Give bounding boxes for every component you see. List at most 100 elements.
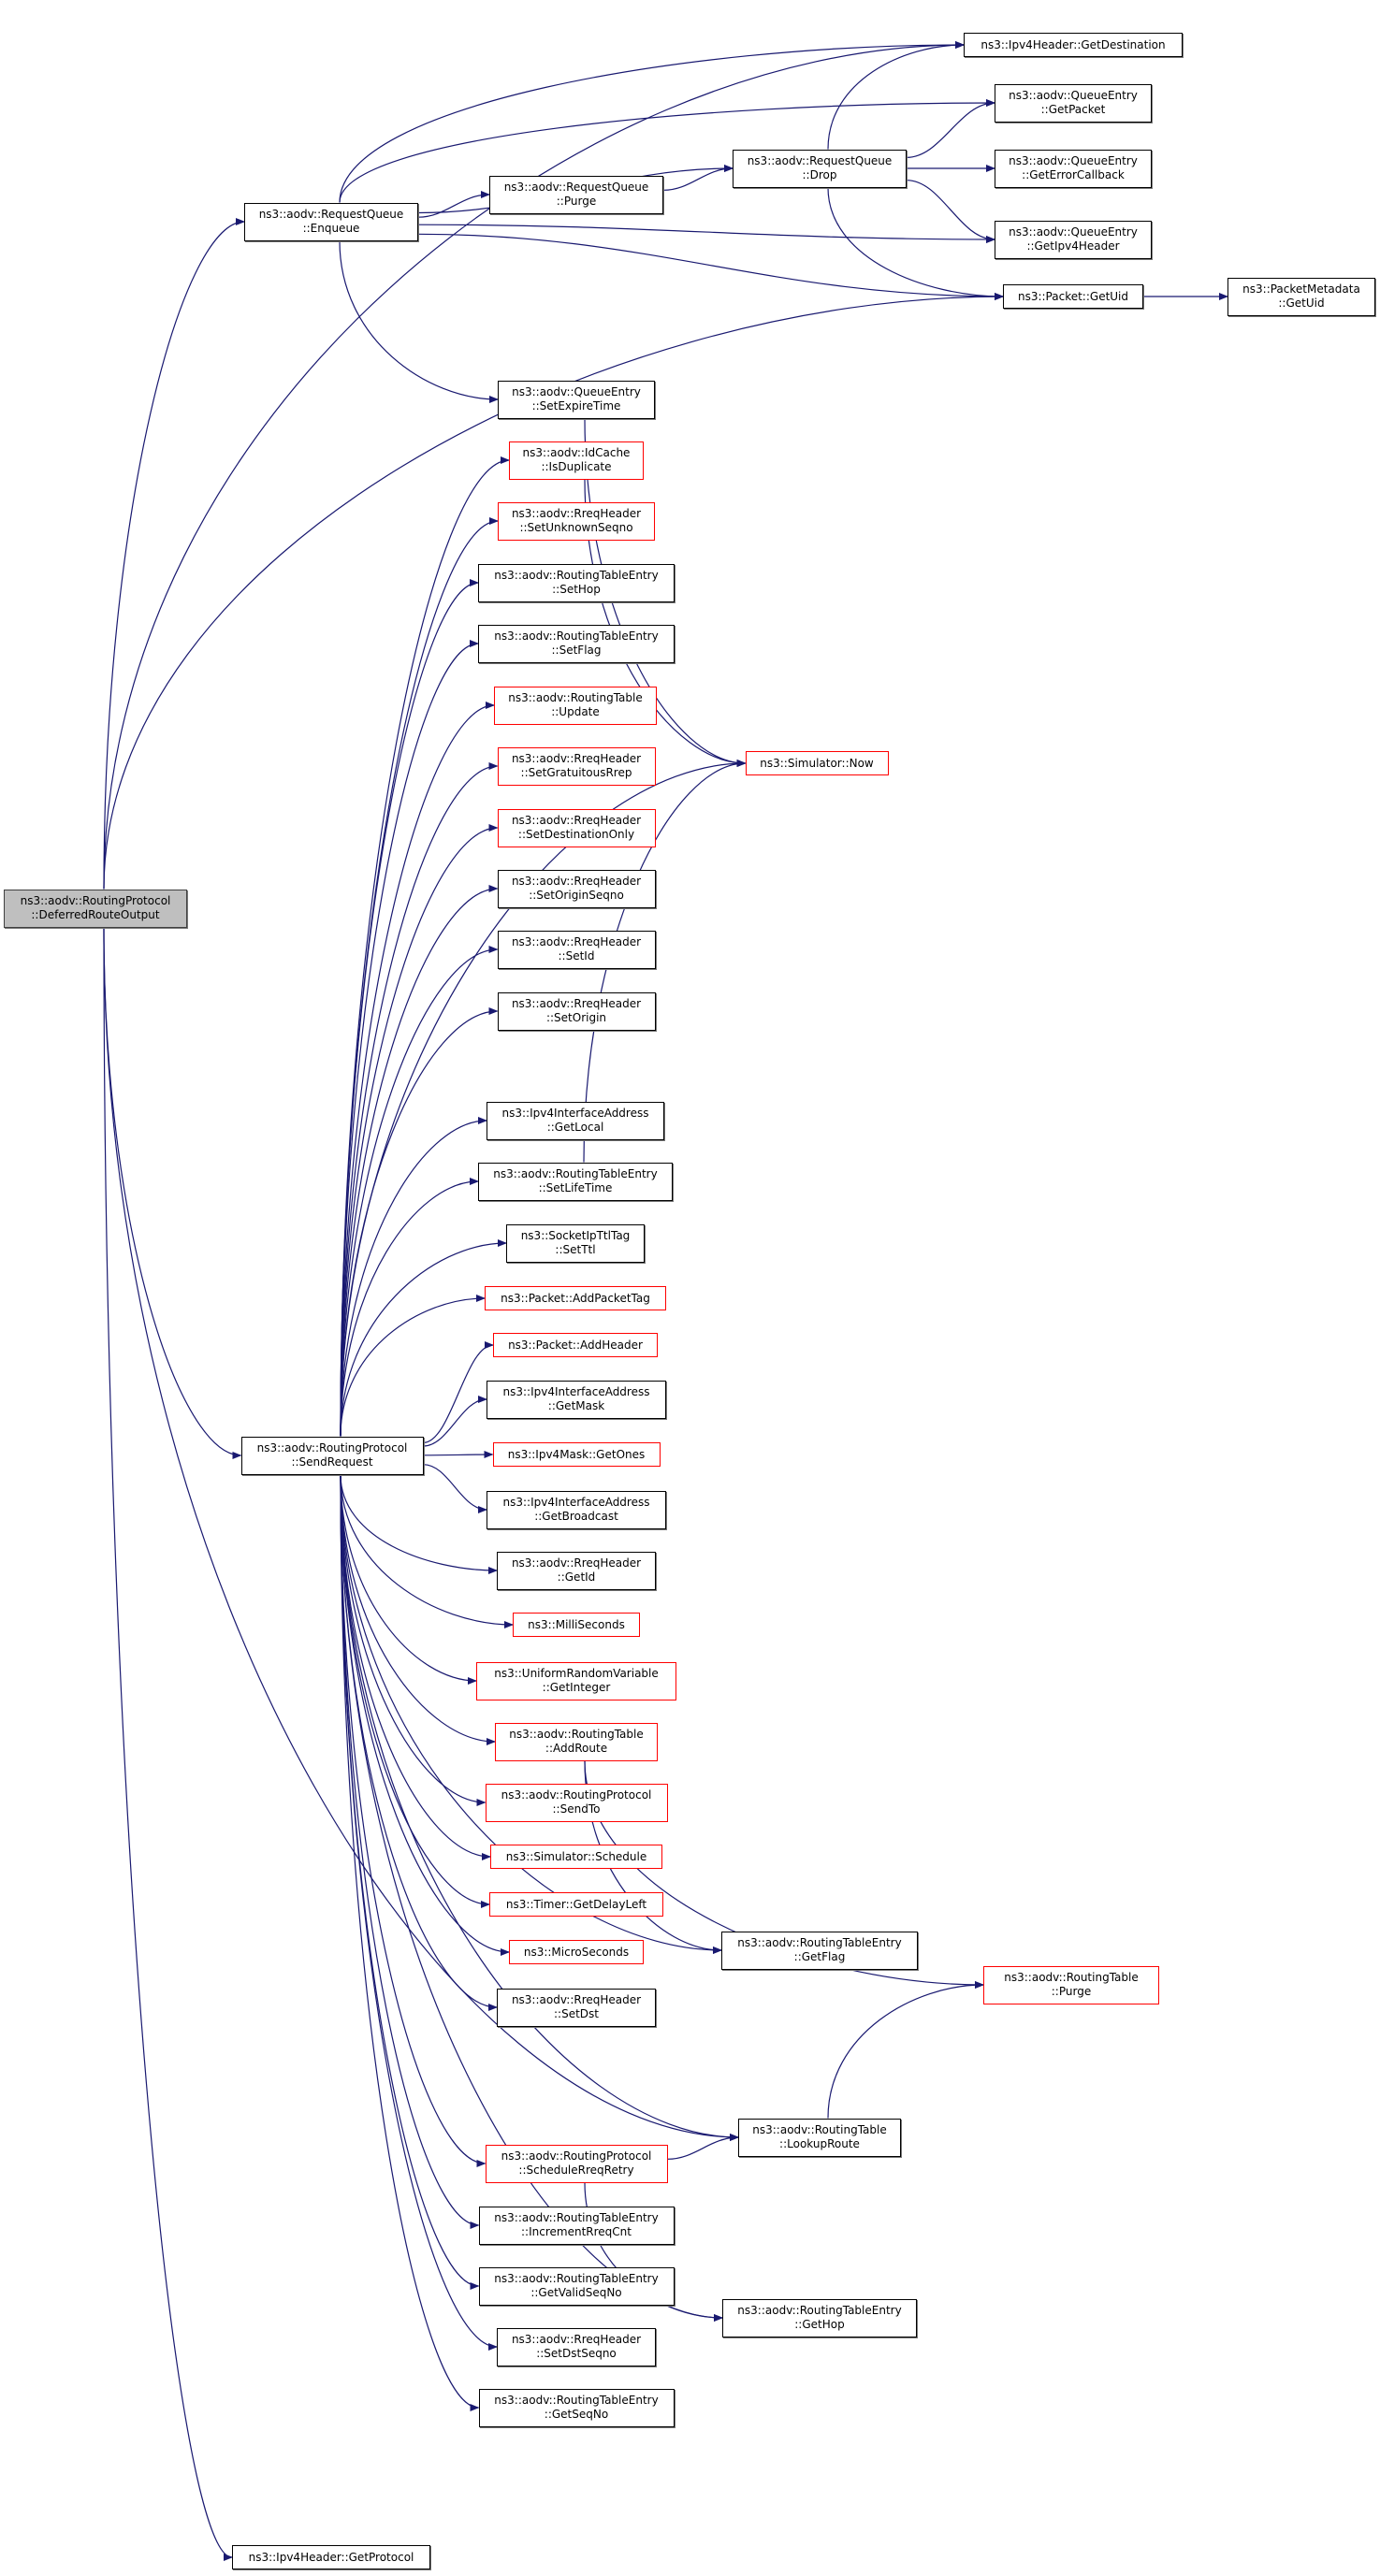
graph-node-getpacket[interactable]: ns3::aodv::QueueEntry::GetPacket — [995, 83, 1152, 123]
graph-node-micro[interactable]: ns3::MicroSeconds — [509, 1940, 644, 1964]
node-label: ns3::aodv::RreqHeader — [511, 752, 642, 765]
graph-node-getproto[interactable]: ns3::Ipv4Header::GetProtocol — [232, 2545, 430, 2569]
edge-sendreq-to-addtag — [340, 1295, 486, 1437]
edge-enq-to-purge — [417, 191, 490, 218]
graph-node-isdup[interactable]: ns3::aodv::IdCache::IsDuplicate — [509, 441, 644, 480]
graph-node-getones[interactable]: ns3::Ipv4Mask::GetOnes — [492, 1442, 661, 1467]
edge-enq-to-getuid — [417, 233, 1004, 300]
graph-node-getid[interactable]: ns3::aodv::RreqHeader::GetId — [497, 1551, 656, 1590]
node-label: ns3::aodv::RoutingProtocol — [501, 2149, 652, 2163]
node-label: ns3::Packet::AddHeader — [508, 1338, 643, 1352]
edge-sendreq-to-setid — [340, 946, 499, 1437]
graph-node-addroute[interactable]: ns3::aodv::RoutingTable::AddRoute — [495, 1722, 658, 1761]
edge-sendreq-to-schedretry — [340, 1474, 487, 2167]
graph-node-purge[interactable]: ns3::aodv::RequestQueue::Purge — [489, 175, 663, 214]
graph-node-getbcast[interactable]: ns3::Ipv4InterfaceAddress::GetBroadcast — [487, 1490, 666, 1529]
edge-expire-to-now — [584, 418, 747, 767]
node-label: ::SetDestinationOnly — [517, 828, 635, 841]
graph-node-ipv4hdr[interactable]: ns3::aodv::QueueEntry::GetIpv4Header — [995, 220, 1152, 259]
graph-node-addheader[interactable]: ns3::Packet::AddHeader — [493, 1333, 658, 1357]
graph-node-milli[interactable]: ns3::MilliSeconds — [513, 1613, 640, 1637]
node-label: ::SendRequest — [291, 1455, 373, 1469]
node-label: ns3::aodv::RreqHeader — [511, 997, 642, 1010]
node-label: ns3::aodv::RoutingTable — [508, 691, 643, 704]
node-label: ::SetHop — [552, 583, 601, 596]
graph-node-getseq[interactable]: ns3::aodv::RoutingTableEntry::GetSeqNo — [478, 2388, 675, 2427]
node-label: ::IsDuplicate — [541, 460, 612, 473]
node-label: ::SetId — [558, 949, 595, 962]
graph-node-schedretry[interactable]: ns3::aodv::RoutingProtocol::ScheduleRreq… — [485, 2144, 668, 2183]
node-label: ::Purge — [1051, 1985, 1092, 1998]
graph-node-update[interactable]: ns3::aodv::RoutingTable::Update — [494, 686, 657, 725]
graph-node-pmuid[interactable]: ns3::PacketMetadata::GetUid — [1227, 277, 1375, 316]
graph-node-rtpurge[interactable]: ns3::aodv::RoutingTable::Purge — [983, 1965, 1159, 2004]
node-label: ns3::aodv::QueueEntry — [1009, 225, 1138, 239]
edge-sendreq-to-gratuitous — [340, 762, 499, 1437]
edge-root-to-getproto — [103, 927, 233, 2561]
graph-node-setttl[interactable]: ns3::SocketIpTtlTag::SetTtl — [506, 1223, 645, 1263]
graph-node-dstseq[interactable]: ns3::aodv::RreqHeader::SetDstSeqno — [497, 2327, 656, 2366]
node-label: ::Update — [551, 705, 600, 718]
node-label: ns3::aodv::RoutingTableEntry — [494, 630, 659, 643]
edge-sendreq-to-getint — [340, 1474, 477, 1685]
graph-node-sethop[interactable]: ns3::aodv::RoutingTableEntry::SetHop — [478, 563, 675, 602]
graph-node-setid[interactable]: ns3::aodv::RreqHeader::SetId — [497, 930, 656, 969]
edge-sendreq-to-addroute — [340, 1474, 496, 1745]
graph-node-setlifetime[interactable]: ns3::aodv::RoutingTableEntry::SetLifeTim… — [478, 1162, 673, 1201]
graph-node-drop[interactable]: ns3::aodv::RequestQueue::Drop — [733, 149, 907, 188]
edge-sendreq-to-getid — [340, 1474, 498, 1574]
graph-node-setorigin[interactable]: ns3::aodv::RreqHeader::SetOrigin — [497, 991, 656, 1031]
graph-node-validseq[interactable]: ns3::aodv::RoutingTableEntry::GetValidSe… — [478, 2266, 675, 2306]
graph-node-getlocal[interactable]: ns3::Ipv4InterfaceAddress::GetLocal — [487, 1101, 664, 1140]
edge-enq-to-expire — [339, 240, 499, 403]
graph-node-getint[interactable]: ns3::UniformRandomVariable::GetInteger — [476, 1661, 676, 1700]
edge-sendreq-to-setlifetime — [340, 1178, 479, 1437]
graph-node-schedule[interactable]: ns3::Simulator::Schedule — [490, 1845, 662, 1869]
node-label: ns3::aodv::RoutingTableEntry — [493, 1167, 658, 1180]
graph-node-sendreq[interactable]: ns3::aodv::RoutingProtocol::SendRequest — [240, 1436, 424, 1475]
edge-sendreq-to-destonly — [340, 824, 499, 1437]
node-label: ns3::SocketIpTtlTag — [520, 1229, 631, 1242]
graph-node-getflag[interactable]: ns3::aodv::RoutingTableEntry::GetFlag — [721, 1931, 918, 1970]
graph-node-destonly[interactable]: ns3::aodv::RreqHeader::SetDestinationOnl… — [497, 808, 656, 847]
node-label: ::GetUid — [1278, 297, 1325, 310]
graph-node-gethop[interactable]: ns3::aodv::RoutingTableEntry::GetHop — [722, 2298, 917, 2337]
graph-node-lookup[interactable]: ns3::aodv::RoutingTable::LookupRoute — [738, 2118, 901, 2157]
graph-node-enq[interactable]: ns3::aodv::RequestQueue::Enqueue — [244, 202, 418, 241]
graph-node-delayleft[interactable]: ns3::Timer::GetDelayLeft — [489, 1892, 663, 1917]
node-label: ::SetExpireTime — [531, 399, 621, 412]
edge-sendreq-to-setdst — [340, 1474, 498, 2011]
edge-sendreq-to-setflag — [340, 640, 479, 1437]
node-label: ns3::PacketMetadata — [1242, 282, 1360, 296]
graph-node-originseq[interactable]: ns3::aodv::RreqHeader::SetOriginSeqno — [497, 869, 656, 908]
graph-node-setflag[interactable]: ns3::aodv::RoutingTableEntry::SetFlag — [478, 624, 675, 663]
graph-node-getmask[interactable]: ns3::Ipv4InterfaceAddress::GetMask — [487, 1380, 666, 1419]
graph-node-incr[interactable]: ns3::aodv::RoutingTableEntry::IncrementR… — [478, 2206, 675, 2245]
graph-node-now[interactable]: ns3::Simulator::Now — [745, 751, 889, 775]
graph-node-addtag[interactable]: ns3::Packet::AddPacketTag — [485, 1286, 666, 1310]
node-label: ns3::Ipv4Mask::GetOnes — [507, 1447, 646, 1461]
edge-sendreq-to-getmask — [423, 1396, 487, 1447]
node-label: ::GetPacket — [1040, 103, 1106, 116]
node-label: ns3::aodv::RreqHeader — [511, 814, 642, 827]
graph-node-unkseq[interactable]: ns3::aodv::RreqHeader::SetUnknownSeqno — [498, 501, 655, 541]
node-label: ns3::aodv::RreqHeader — [511, 875, 642, 888]
node-label: ns3::Packet::GetUid — [1017, 289, 1129, 303]
node-label: ns3::aodv::QueueEntry — [1009, 154, 1138, 167]
node-label: ns3::aodv::RoutingTableEntry — [737, 2304, 902, 2317]
graph-node-dest[interactable]: ns3::Ipv4Header::GetDestination — [964, 33, 1183, 57]
node-label: ::GetHop — [794, 2318, 845, 2331]
graph-node-expire[interactable]: ns3::aodv::QueueEntry::SetExpireTime — [498, 380, 655, 419]
graph-node-getuid[interactable]: ns3::Packet::GetUid — [1003, 284, 1143, 309]
node-label: ns3::aodv::RequestQueue — [503, 181, 649, 194]
graph-node-gratuitous[interactable]: ns3::aodv::RreqHeader::SetGratuitousRrep — [497, 746, 656, 786]
graph-node-setdst[interactable]: ns3::aodv::RreqHeader::SetDst — [497, 1988, 656, 2027]
graph-node-sendto[interactable]: ns3::aodv::RoutingProtocol::SendTo — [485, 1783, 668, 1822]
node-label: ns3::Ipv4Header::GetProtocol — [248, 2550, 414, 2564]
node-label: ::SetTtl — [555, 1243, 596, 1256]
graph-node-errcb[interactable]: ns3::aodv::QueueEntry::GetErrorCallback — [995, 149, 1152, 188]
node-label: ::GetErrorCallback — [1022, 168, 1125, 181]
node-label: ns3::Simulator::Now — [760, 756, 874, 770]
edge-root-to-getuid — [103, 293, 1004, 890]
